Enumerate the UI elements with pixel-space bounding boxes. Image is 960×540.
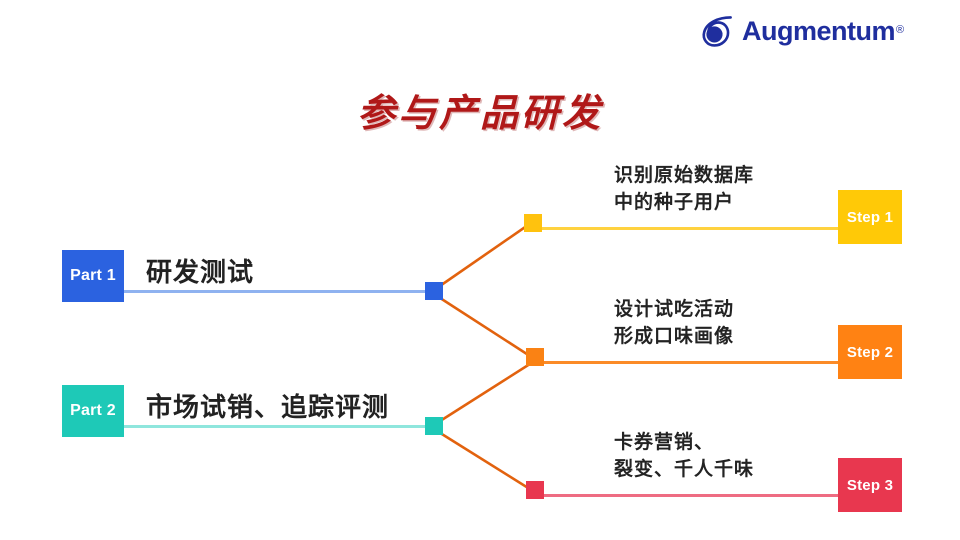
branch-blue-to-step2 [436, 294, 534, 360]
step-2-badge[interactable]: Step 2 [838, 325, 902, 379]
step-1-badge[interactable]: Step 1 [838, 190, 902, 244]
step-1-description: 识别原始数据库 中的种子用户 [614, 165, 755, 213]
registered-mark: ® [896, 24, 905, 37]
node-part1 [425, 282, 443, 300]
brand-name: Augmentum [742, 15, 896, 46]
branch-teal-to-step2 [436, 360, 534, 425]
part-1-badge[interactable]: Part 1 [62, 250, 124, 302]
node-step1 [524, 214, 542, 232]
step-3-badge[interactable]: Step 3 [838, 458, 902, 512]
brand-name-wrap: Augmentum® [742, 15, 905, 46]
page-title: 参与产品研发 [356, 93, 603, 135]
part-2-badge[interactable]: Part 2 [62, 385, 124, 437]
branch-teal-to-step3 [436, 429, 534, 493]
node-step2 [526, 348, 544, 366]
node-part2 [425, 417, 443, 435]
step-3-description: 卡券营销、 裂变、千人千味 [614, 432, 755, 480]
branch-blue-to-step1 [436, 221, 532, 290]
augmentum-swirl-icon [702, 16, 732, 47]
step-2-description: 设计试吃活动 形成口味画像 [614, 299, 735, 347]
part-1-label: 研发测试 [146, 257, 255, 287]
part-2-label: 市场试销、追踪评测 [146, 392, 390, 422]
brand-logo: Augmentum® [700, 14, 904, 48]
node-step3 [526, 481, 544, 499]
